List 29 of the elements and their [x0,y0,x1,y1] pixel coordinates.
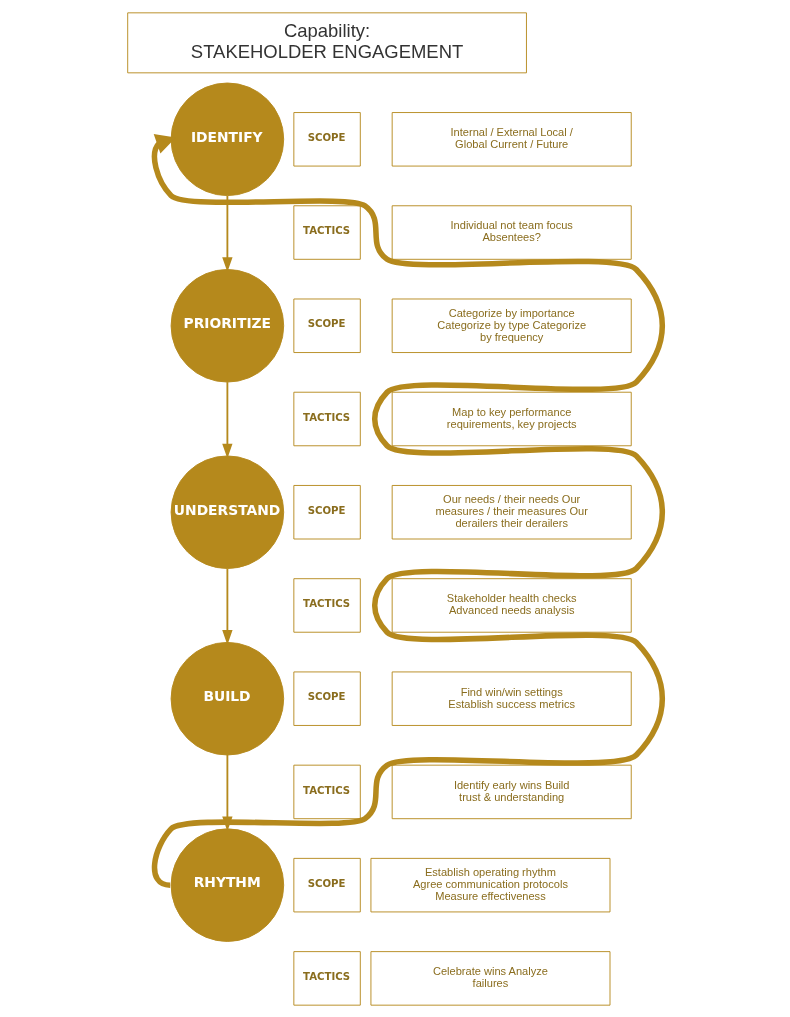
node-box: Find win/win settings Establish success metrics [391,670,632,726]
node-box: TACTICS [293,391,361,446]
node-box: TACTICS [293,204,361,260]
node-box: Map to key performance requirements, key projects [391,391,632,446]
node-circle: BUILD [170,641,285,755]
node-circle: PRIORITIZE [170,268,285,383]
node-box: Stakeholder health checks Advanced needs analysis [391,577,632,633]
node-box: Internal / External Local / Global Current / Future [391,111,632,167]
node-box: Capability: STAKEHOLDER ENGAGEMENT [127,11,527,73]
node-box: SCOPE [293,484,361,539]
node-box: Individual not team focus Absentees? [391,204,632,260]
node-box: TACTICS [293,764,361,819]
node-circle: RHYTHM [170,827,285,942]
arrow [222,567,233,645]
node-box: Establish operating rhythm Agree communication protocols Measure effectiveness [370,857,611,912]
node-box: Celebrate wins Analyze failures [370,950,611,1006]
node-box: SCOPE [293,111,361,167]
node-box: Identify early wins Build trust & understanding [391,764,632,819]
node-box: Categorize by importance Categorize by type Categorize by frequency [391,298,632,353]
node-circle: IDENTIFY [170,82,285,196]
node-box: TACTICS [293,950,361,1006]
arrow [222,194,233,272]
arrow [222,380,233,458]
node-box: SCOPE [293,857,361,912]
node-box: SCOPE [293,670,361,726]
node-box: Our needs / their needs Our measures / their measures Our derailers their derailers [391,484,632,539]
node-circle: UNDERSTAND [170,454,285,569]
node-box: SCOPE [293,298,361,353]
node-box: TACTICS [293,577,361,633]
